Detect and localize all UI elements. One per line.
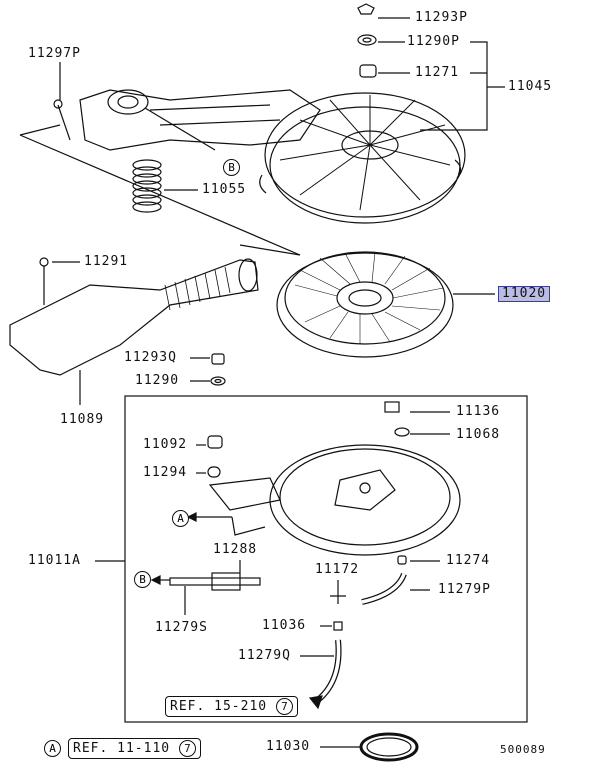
marker-b: B	[134, 571, 151, 588]
case-assembly-box	[124, 395, 528, 723]
ref-a-text: REF. 11-110	[73, 741, 171, 756]
label-11045: 11045	[508, 79, 553, 94]
label-11279Q: 11279Q	[238, 648, 291, 663]
label-11279S: 11279S	[155, 620, 208, 635]
label-11274: 11274	[446, 553, 491, 568]
label-11172: 11172	[315, 562, 360, 577]
ref-a-num: 7	[178, 740, 196, 757]
label-11036: 11036	[262, 618, 307, 633]
diagram-id: 500089	[500, 743, 546, 756]
label-11290P: 11290P	[407, 34, 460, 49]
ref-main-text: REF. 15-210	[170, 699, 268, 714]
label-11089: 11089	[60, 412, 105, 427]
label-11030: 11030	[266, 739, 311, 754]
label-11293Q: 11293Q	[124, 350, 177, 365]
ref-a[interactable]: REF. 11-110 7	[68, 738, 201, 759]
spring-shape	[132, 159, 162, 213]
label-11020[interactable]: 11020	[498, 286, 551, 302]
cleaner-case-shape	[269, 444, 461, 556]
label-11136: 11136	[456, 404, 501, 419]
label-11279P: 11279P	[438, 582, 491, 597]
label-11092: 11092	[143, 437, 188, 452]
label-11297P: 11297P	[28, 46, 81, 61]
marker-b-top: B	[223, 159, 240, 176]
label-11290: 11290	[135, 373, 180, 388]
label-11288: 11288	[213, 542, 258, 557]
label-11068: 11068	[456, 427, 501, 442]
ref-main[interactable]: REF. 15-210 7	[165, 696, 298, 717]
label-11271: 11271	[415, 65, 460, 80]
marker-a-legend: A	[44, 740, 61, 757]
label-11294: 11294	[143, 465, 188, 480]
cleaner-cover-shape	[264, 92, 466, 218]
ref-main-num: 7	[275, 698, 293, 715]
label-11011A: 11011A	[28, 553, 81, 568]
label-11291: 11291	[84, 254, 129, 269]
marker-a: A	[172, 510, 189, 527]
intake-hose-shape	[9, 259, 259, 376]
label-11055: 11055	[202, 182, 247, 197]
label-11293P: 11293P	[415, 10, 468, 25]
filter-element-shape	[276, 252, 454, 358]
intake-duct-shape	[79, 89, 321, 151]
